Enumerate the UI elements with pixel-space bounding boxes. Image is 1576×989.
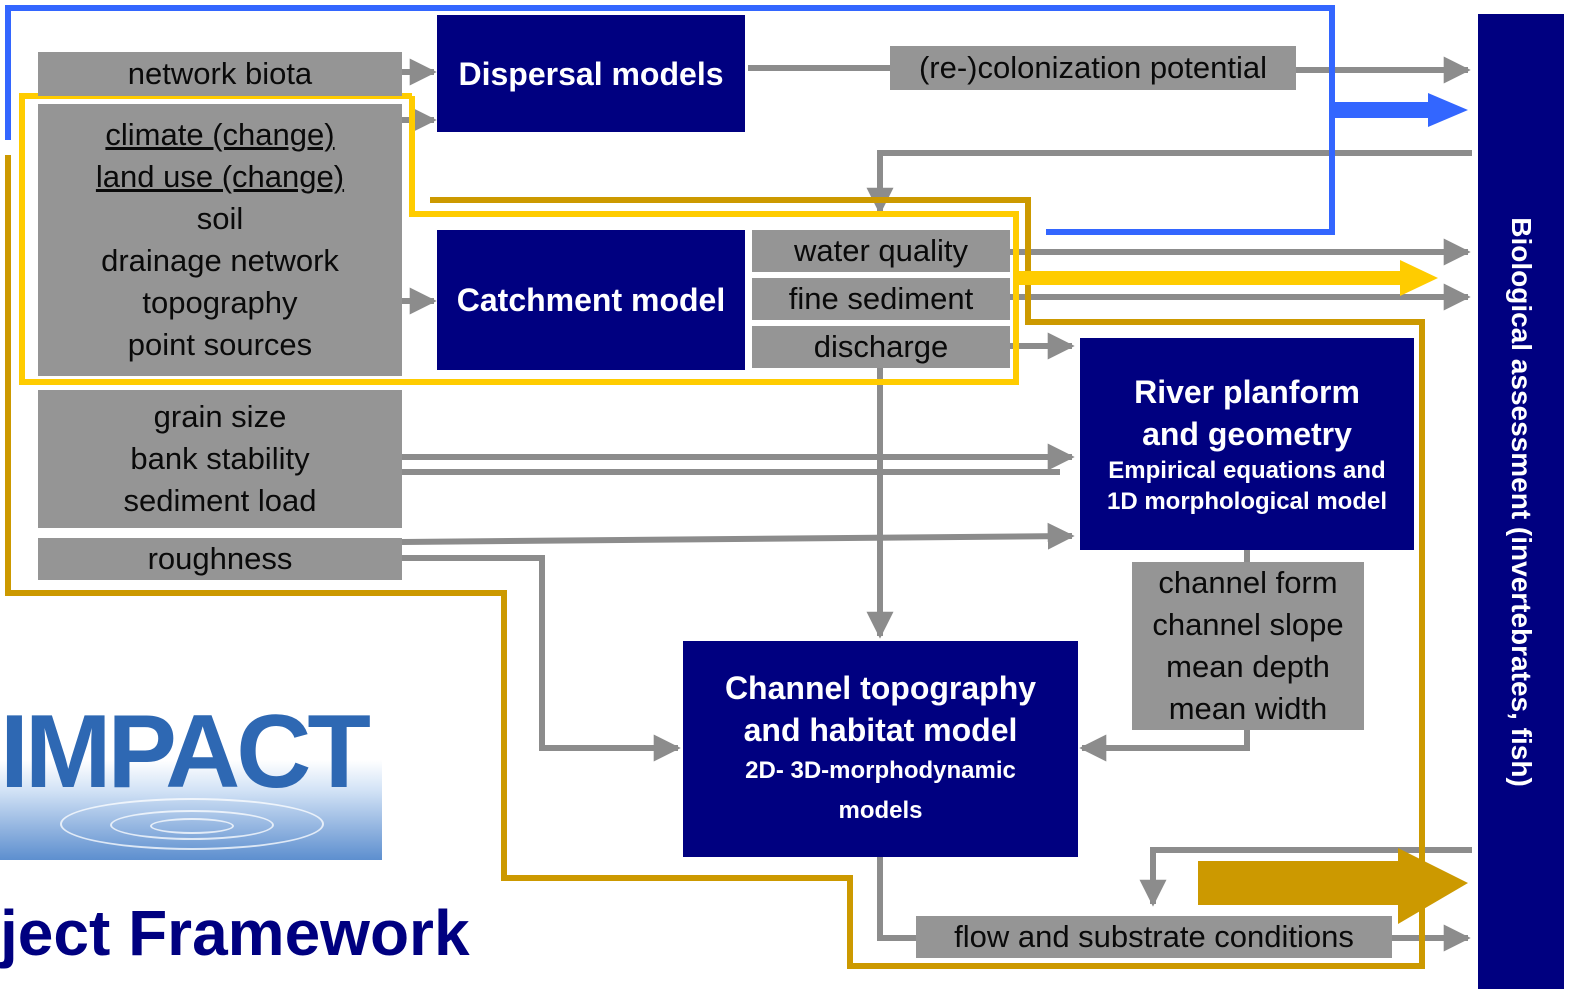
water-quality-label: water quality (793, 233, 969, 268)
channel-form-label: channel form (1158, 565, 1338, 600)
water-ripple-graphic (0, 760, 382, 860)
recolonization-label: (re-)colonization potential (918, 50, 1268, 85)
input-point-sources: point sources (127, 327, 313, 362)
morphology-inputs-box: grain size bank stability sediment load (38, 390, 402, 528)
river-planform-subtitle-1: Empirical equations and (1108, 457, 1386, 484)
biological-assessment-bar: Biological assessment (invertebrates, fi… (1478, 14, 1564, 989)
channel-topography-box: Channel topography and habitat model 2D-… (683, 641, 1078, 857)
arrow-feedback-to-catchment (866, 150, 1472, 215)
catchment-model-label: Catchment model (456, 282, 726, 318)
logo-text: IMPACT (0, 700, 371, 810)
roughness-label: roughness (147, 541, 293, 576)
channel-topography-title-1: Channel topography (724, 670, 1037, 706)
network-biota-box: network biota (38, 52, 402, 96)
discharge-box: discharge (752, 326, 1010, 368)
channel-slope-label: channel slope (1152, 607, 1344, 642)
input-topography: topography (142, 285, 298, 320)
network-biota-label: network biota (127, 56, 313, 91)
channel-topography-subtitle-2: models (838, 797, 923, 824)
dispersal-models-label: Dispersal models (458, 55, 724, 92)
arrow-properties-to-channel (1079, 730, 1250, 762)
arrow-roughness-to-river (401, 522, 1075, 550)
roughness-box: roughness (38, 538, 402, 580)
mean-width-label: mean width (1168, 691, 1328, 726)
input-soil: soil (196, 201, 244, 236)
biological-assessment-label: Biological assessment (invertebrates, fi… (1506, 216, 1537, 787)
flow-substrate-box: flow and substrate conditions (916, 916, 1392, 958)
river-planform-title-2: and geometry (1142, 416, 1352, 452)
impact-logo: IMPACT (0, 700, 382, 860)
recolonization-box: (re-)colonization potential (890, 46, 1296, 90)
arrow-channel-to-flow (877, 857, 918, 941)
input-sediment-load: sediment load (123, 483, 317, 518)
dispersal-models-box: Dispersal models (437, 15, 745, 132)
input-grain-size: grain size (153, 399, 287, 434)
river-planform-subtitle-2: 1D morphological model (1106, 488, 1388, 515)
fine-sediment-box: fine sediment (752, 278, 1010, 320)
input-drainage-network: drainage network (101, 243, 339, 278)
river-planform-title-1: River planform (1134, 374, 1360, 410)
channel-properties-box: channel form channel slope mean depth me… (1132, 562, 1364, 730)
river-planform-box: River planform and geometry Empirical eq… (1080, 338, 1414, 550)
input-bank-stability: bank stability (130, 441, 310, 476)
water-quality-box: water quality (752, 230, 1010, 272)
framework-title: ject Framework (0, 897, 470, 969)
catchment-model-box: Catchment model (437, 230, 745, 370)
input-climate: climate (change) (105, 117, 335, 152)
flow-substrate-label: flow and substrate conditions (954, 919, 1354, 954)
input-land-use: land use (change) (95, 159, 345, 194)
channel-topography-title-2: and habitat model (743, 712, 1018, 748)
channel-topography-subtitle-1: 2D- 3D-morphodynamic (745, 757, 1016, 784)
arrow-feedback-to-flow (1139, 847, 1472, 907)
mean-depth-label: mean depth (1166, 649, 1330, 684)
discharge-label: discharge (813, 329, 949, 364)
yellow-highlight-path (19, 93, 1438, 385)
catchment-inputs-box: climate (change) land use (change) soil … (38, 104, 402, 376)
arrow-roughness-to-channel (402, 555, 681, 762)
fine-sediment-label: fine sediment (788, 281, 974, 316)
blue-highlight-path (5, 5, 1468, 235)
